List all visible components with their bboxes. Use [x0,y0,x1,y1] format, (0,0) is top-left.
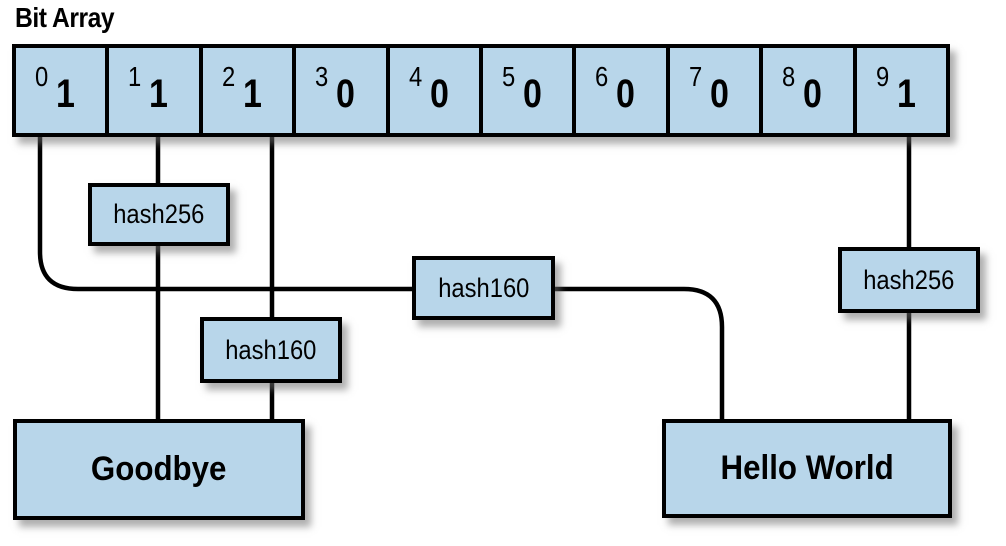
bit-index: 2 [221,61,236,92]
bit-value: 0 [616,72,636,116]
bit-array: 0 1 1 1 2 1 3 0 4 0 5 0 6 0 7 0 [12,44,950,137]
bit-index: 0 [35,61,49,92]
bit-value: 0 [803,72,823,116]
bit-cell-0: 0 1 [16,48,110,133]
bit-index: 5 [502,61,516,92]
bit-cell-7: 7 0 [670,48,764,133]
hash-box-label: hash256 [113,199,205,229]
hash-box-label: hash160 [437,272,530,303]
bit-value: 0 [523,72,542,116]
bit-cell-9: 9 1 [857,48,946,133]
bit-index: 6 [595,61,609,92]
item-label: Hello World [720,449,894,487]
bit-index: 1 [128,61,142,92]
bit-cell-5: 5 0 [483,48,577,133]
bit-value: 1 [56,72,75,116]
hash-box-hash256-left: hash256 [88,183,230,246]
hash-box-hash256-right: hash256 [838,247,980,313]
item-label: Goodbye [91,450,227,488]
bit-cell-8: 8 0 [763,48,857,133]
bit-value: 1 [149,72,169,116]
bit-cell-6: 6 0 [576,48,670,133]
item-box-hello-world: Hello World [662,419,952,518]
bit-value: 1 [896,72,916,116]
bit-index: 9 [875,61,889,92]
hash-box-label: hash160 [225,334,317,365]
bit-value: 0 [429,72,449,116]
hash-box-label: hash256 [863,264,955,295]
bit-value: 0 [336,72,356,116]
bit-index: 4 [408,61,422,92]
bit-cell-2: 2 1 [203,48,297,133]
bit-cell-3: 3 0 [296,48,390,133]
bit-index: 7 [688,61,703,92]
bit-value: 0 [709,72,729,116]
bit-index: 3 [315,61,329,92]
bit-index: 8 [782,61,796,92]
bit-cell-1: 1 1 [109,48,203,133]
hash-box-hash160-left: hash160 [200,317,342,383]
diagram-title: Bit Array [15,2,115,33]
item-box-goodbye: Goodbye [13,419,305,520]
bit-cell-4: 4 0 [390,48,484,133]
hash-box-hash160-middle: hash160 [412,256,555,320]
bit-value: 1 [242,72,262,116]
connector-cell0-hash160mid-helloworld [37,133,725,421]
